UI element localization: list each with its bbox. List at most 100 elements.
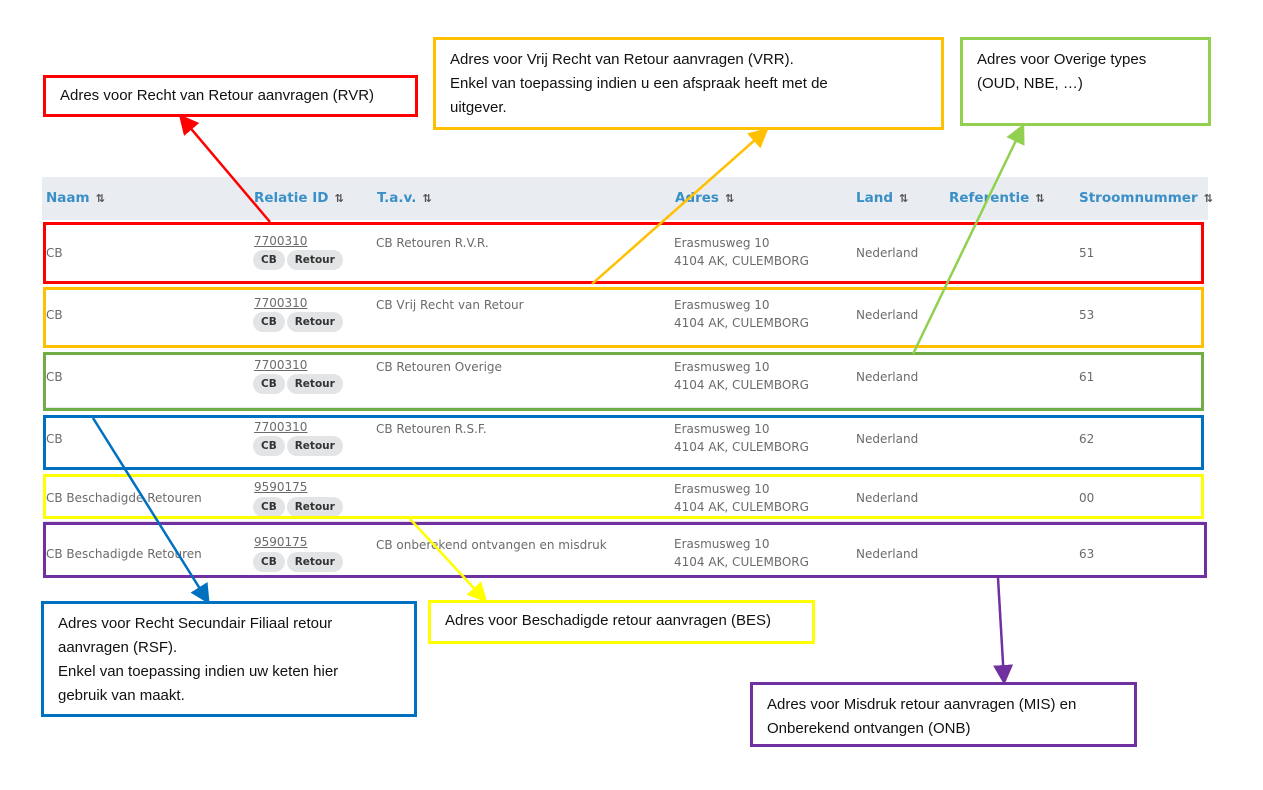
highlight-box-bes xyxy=(43,474,1204,519)
col-header-stroomnummer[interactable]: Stroomnummer ⇅ xyxy=(1079,177,1213,220)
callout-text: Adres voor Recht van Retour aanvragen (R… xyxy=(60,87,375,104)
cell-stroomnummer: 00 xyxy=(1079,491,1095,505)
col-header-label: Land xyxy=(856,190,893,206)
cell-naam: CB xyxy=(46,370,63,384)
cell-stroomnummer: 61 xyxy=(1079,370,1095,384)
callout-bes: Adres voor Beschadigde retour aanvragen … xyxy=(428,600,815,644)
callout-text: uitgever. xyxy=(450,99,507,116)
sort-icon[interactable]: ⇅ xyxy=(95,192,105,205)
tag-cb: CB xyxy=(253,312,285,332)
col-header-label: Stroomnummer xyxy=(1079,190,1198,206)
cell-stroomnummer: 51 xyxy=(1079,246,1095,260)
col-header-referentie[interactable]: Referentie ⇅ xyxy=(949,177,1044,220)
tag-retour: Retour xyxy=(286,312,343,332)
sort-icon[interactable]: ⇅ xyxy=(334,192,343,205)
col-header-label: Naam xyxy=(46,190,90,206)
cell-land: Nederland xyxy=(856,491,919,505)
callout-text: Enkel van toepassing indien u een afspra… xyxy=(450,75,828,92)
callout-text: Onberekend ontvangen (ONB) xyxy=(767,720,971,737)
callout-text: Adres voor Recht Secundair Filiaal retou… xyxy=(58,615,333,632)
sort-icon[interactable]: ⇅ xyxy=(724,192,734,205)
highlight-box-mis xyxy=(43,522,1207,578)
tag-cb: CB xyxy=(253,552,285,572)
col-header-label: Relatie ID xyxy=(254,190,329,206)
tag-retour: Retour xyxy=(286,497,343,517)
tag-retour: Retour xyxy=(286,436,343,456)
arrow-mis xyxy=(993,577,1014,685)
callout-text: Adres voor Vrij Recht van Retour aanvrag… xyxy=(450,51,794,68)
adres-city: 4104 AK, CULEMBORG xyxy=(674,440,809,454)
cell-tav: CB Retouren Overige xyxy=(376,360,502,374)
cell-relatie-id-link[interactable]: 9590175 xyxy=(254,480,308,494)
sort-icon[interactable]: ⇅ xyxy=(1203,192,1213,205)
sort-icon[interactable]: ⇅ xyxy=(1035,192,1044,205)
sort-icon[interactable]: ⇅ xyxy=(899,192,908,205)
cell-land: Nederland xyxy=(856,432,919,446)
row-divider xyxy=(44,407,1204,408)
cell-naam: CB xyxy=(46,308,63,322)
adres-street: Erasmusweg 10 xyxy=(674,360,770,374)
highlight-box-vrr xyxy=(43,287,1204,348)
tag-retour: Retour xyxy=(286,250,343,270)
cell-relatie-id-link[interactable]: 9590175 xyxy=(254,535,308,549)
cell-land: Nederland xyxy=(856,308,919,322)
cell-naam: CB xyxy=(46,246,63,260)
cell-adres: Erasmusweg 10 4104 AK, CULEMBORG xyxy=(674,296,809,332)
cell-land: Nederland xyxy=(856,246,919,260)
col-header-tav[interactable]: T.a.v.⇅ xyxy=(377,177,432,220)
callout-text: Adres voor Overige types xyxy=(977,51,1147,68)
adres-street: Erasmusweg 10 xyxy=(674,422,770,436)
col-header-land[interactable]: Land ⇅ xyxy=(856,177,908,220)
col-header-relatie-id[interactable]: Relatie ID ⇅ xyxy=(254,177,344,220)
cell-relatie-id-link[interactable]: 7700310 xyxy=(254,420,308,434)
adres-city: 4104 AK, CULEMBORG xyxy=(674,500,809,514)
cell-stroomnummer: 63 xyxy=(1079,547,1095,561)
cell-adres: Erasmusweg 10 4104 AK, CULEMBORG xyxy=(674,420,809,456)
cell-tav: CB Retouren R.V.R. xyxy=(376,236,489,250)
callout-text: aanvragen (RSF). xyxy=(58,639,178,656)
adres-city: 4104 AK, CULEMBORG xyxy=(674,316,809,330)
col-header-naam[interactable]: Naam ⇅ xyxy=(46,177,105,220)
cell-stroomnummer: 53 xyxy=(1079,308,1095,322)
cell-adres: Erasmusweg 10 4104 AK, CULEMBORG xyxy=(674,358,809,394)
table-header: Naam ⇅ Relatie ID ⇅ T.a.v.⇅ Adres ⇅ Land ⇅ R… xyxy=(42,177,1213,220)
cell-naam: CB xyxy=(46,432,63,446)
cell-tav: CB Vrij Recht van Retour xyxy=(376,298,524,312)
adres-street: Erasmusweg 10 xyxy=(674,537,770,551)
highlight-box-oud xyxy=(43,352,1204,411)
adres-city: 4104 AK, CULEMBORG xyxy=(674,378,809,392)
cell-adres: Erasmusweg 10 4104 AK, CULEMBORG xyxy=(674,535,809,571)
callout-text: gebruik van maakt. xyxy=(58,687,185,704)
cell-relatie-id-link[interactable]: 7700310 xyxy=(254,234,308,248)
callout-rvr: Adres voor Recht van Retour aanvragen (R… xyxy=(43,75,418,117)
cell-tav: CB Retouren R.S.F. xyxy=(376,422,487,436)
cell-relatie-id-link[interactable]: 7700310 xyxy=(254,358,308,372)
cell-land: Nederland xyxy=(856,370,919,384)
cell-relatie-id-link[interactable]: 7700310 xyxy=(254,296,308,310)
callout-vrr: Adres voor Vrij Recht van Retour aanvrag… xyxy=(433,37,944,130)
sort-icon[interactable]: ⇅ xyxy=(422,192,431,205)
cell-stroomnummer: 62 xyxy=(1079,432,1095,446)
tag-cb: CB xyxy=(253,436,285,456)
adres-street: Erasmusweg 10 xyxy=(674,298,770,312)
cell-adres: Erasmusweg 10 4104 AK, CULEMBORG xyxy=(674,480,809,516)
adres-street: Erasmusweg 10 xyxy=(674,482,770,496)
col-header-adres[interactable]: Adres ⇅ xyxy=(675,177,734,220)
tag-cb: CB xyxy=(253,497,285,517)
callout-text: Adres voor Beschadigde retour aanvragen … xyxy=(445,612,772,629)
tag-retour: Retour xyxy=(286,552,343,572)
col-header-label: Adres xyxy=(675,190,719,206)
callout-text: Enkel van toepassing indien uw keten hie… xyxy=(58,663,339,680)
adres-city: 4104 AK, CULEMBORG xyxy=(674,555,809,569)
row-divider xyxy=(44,521,1204,522)
callout-oud: Adres voor Overige types (OUD, NBE, …) xyxy=(960,37,1211,126)
col-header-label: Referentie xyxy=(949,190,1030,206)
